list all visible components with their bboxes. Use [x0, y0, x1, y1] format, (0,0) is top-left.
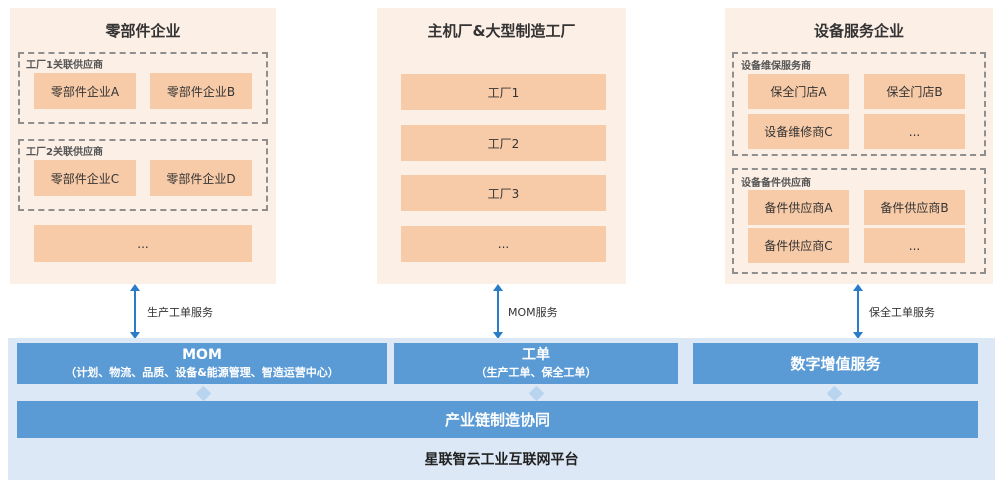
platform-name: 星联智云工业互联网平台 — [424, 452, 579, 468]
factory2-supplier-group — [18, 139, 268, 211]
maintenance-more: ... — [864, 114, 965, 149]
factory1-supplier-group — [18, 52, 268, 124]
arrow-down-icon — [493, 332, 503, 339]
parts-panel-title: 零部件企业 — [105, 22, 181, 40]
maintenance-order-service-label: 保全工单服务 — [869, 306, 935, 319]
work-order-box: 工单 （生产工单、保全工单） — [394, 343, 678, 384]
parts-enterprise-more: ... — [34, 225, 252, 262]
maintenance-provider-group — [732, 52, 986, 156]
spare-parts-supplier-a: 备件供应商A — [748, 190, 849, 225]
mom-subtitle: （计划、物流、品质、设备&能源管理、智造运营中心） — [65, 366, 339, 379]
maintenance-provider-label: 设备维保服务商 — [741, 61, 811, 72]
spare-parts-supplier-c: 备件供应商C — [748, 228, 849, 263]
supply-chain-collaboration-box: 产业链制造协同 — [17, 401, 978, 438]
arrow-up-icon — [853, 284, 863, 291]
arrow-up-icon — [130, 284, 140, 291]
connector-line — [134, 290, 136, 333]
spare-parts-more: ... — [864, 228, 965, 263]
connector-line — [497, 290, 499, 333]
oem-panel: 主机厂&大型制造工厂 工厂1 工厂2 工厂3 ... — [377, 8, 626, 284]
equipment-service-panel: 设备服务企业 设备维保服务商 保全门店A 保全门店B 设备维修商C ... 设备… — [725, 8, 993, 284]
work-order-title: 工单 — [522, 347, 550, 363]
digital-value-service-box: 数字增值服务 — [693, 343, 978, 384]
mom-service-label: MOM服务 — [508, 306, 558, 319]
maintenance-store-a: 保全门店A — [748, 74, 849, 109]
factory-1: 工厂1 — [401, 74, 606, 110]
arrow-down-icon — [130, 332, 140, 339]
factory-more: ... — [401, 226, 606, 262]
factory-3: 工厂3 — [401, 175, 606, 211]
mom-title: MOM — [182, 347, 222, 363]
arrow-down-icon — [853, 332, 863, 339]
repair-vendor-c: 设备维修商C — [748, 114, 849, 149]
connector-line — [857, 290, 859, 333]
factory-2: 工厂2 — [401, 125, 606, 161]
parts-enterprise-panel: 零部件企业 工厂1关联供应商 零部件企业A 零部件企业B 工厂2关联供应商 零部… — [10, 8, 276, 284]
oem-panel-title: 主机厂&大型制造工厂 — [427, 22, 576, 40]
production-order-service-label: 生产工单服务 — [147, 306, 213, 319]
parts-enterprise-c: 零部件企业C — [34, 160, 136, 196]
digital-value-service-label: 数字增值服务 — [790, 355, 881, 373]
spare-parts-supplier-group — [732, 168, 986, 274]
service-panel-title: 设备服务企业 — [813, 22, 904, 40]
factory1-supplier-label: 工厂1关联供应商 — [26, 60, 103, 71]
mom-box: MOM （计划、物流、品质、设备&能源管理、智造运营中心） — [17, 343, 387, 384]
parts-enterprise-b: 零部件企业B — [150, 73, 252, 109]
parts-enterprise-d: 零部件企业D — [150, 160, 252, 196]
parts-enterprise-a: 零部件企业A — [34, 73, 136, 109]
factory2-supplier-label: 工厂2关联供应商 — [26, 147, 103, 158]
arrow-up-icon — [493, 284, 503, 291]
spare-parts-supplier-label: 设备备件供应商 — [741, 178, 811, 189]
supply-chain-collaboration-label: 产业链制造协同 — [444, 411, 550, 429]
spare-parts-supplier-b: 备件供应商B — [864, 190, 965, 225]
work-order-subtitle: （生产工单、保全工单） — [475, 366, 597, 379]
maintenance-store-b: 保全门店B — [864, 74, 965, 109]
